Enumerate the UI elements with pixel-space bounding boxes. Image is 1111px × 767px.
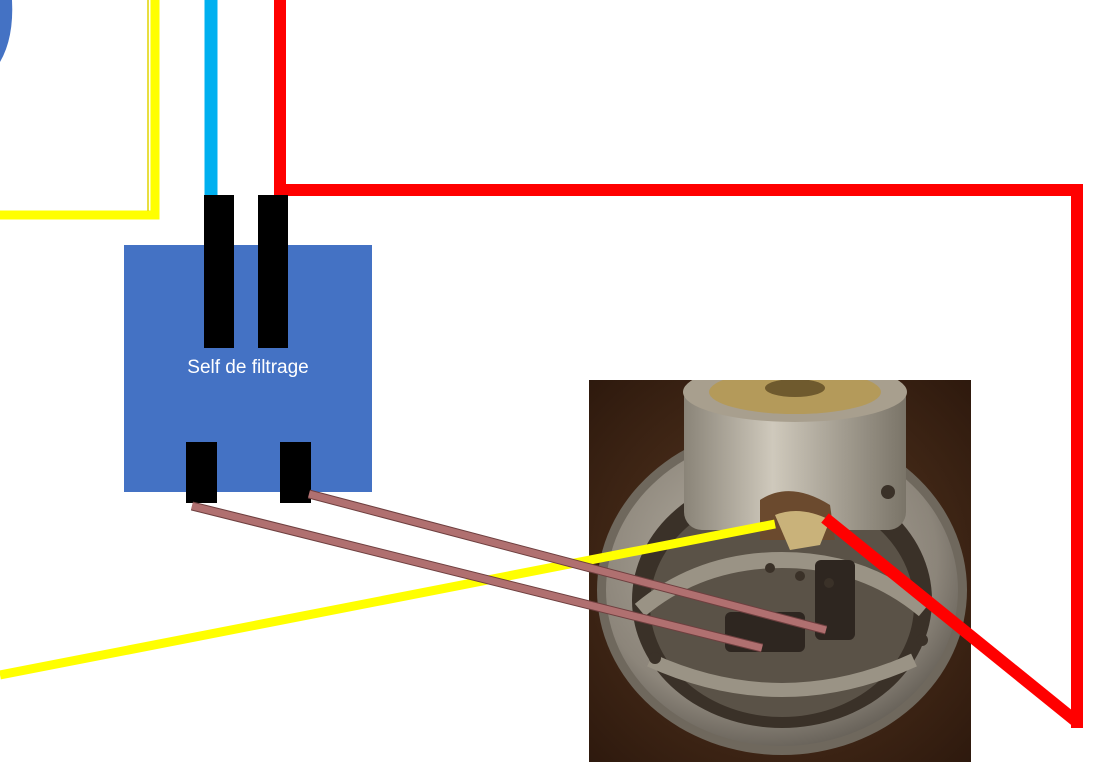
yellow-wire-top (0, 0, 160, 220)
choke-box (124, 245, 372, 492)
brown-wire-left (190, 501, 764, 653)
yellow-wire-speaker (0, 519, 776, 680)
choke-terminal-bottom-right (280, 442, 311, 503)
red-wire-loop (274, 0, 1083, 728)
brown-wire-right (307, 489, 828, 635)
choke-terminal-top-left (204, 195, 234, 348)
speaker-photo (589, 380, 971, 762)
choke-terminal-top-right (258, 195, 288, 348)
choke-terminal-bottom-left (186, 442, 217, 503)
choke-label: Self de filtrage (187, 357, 308, 378)
partial-circle-component (0, 0, 13, 62)
red-wire-speaker (821, 513, 1081, 727)
